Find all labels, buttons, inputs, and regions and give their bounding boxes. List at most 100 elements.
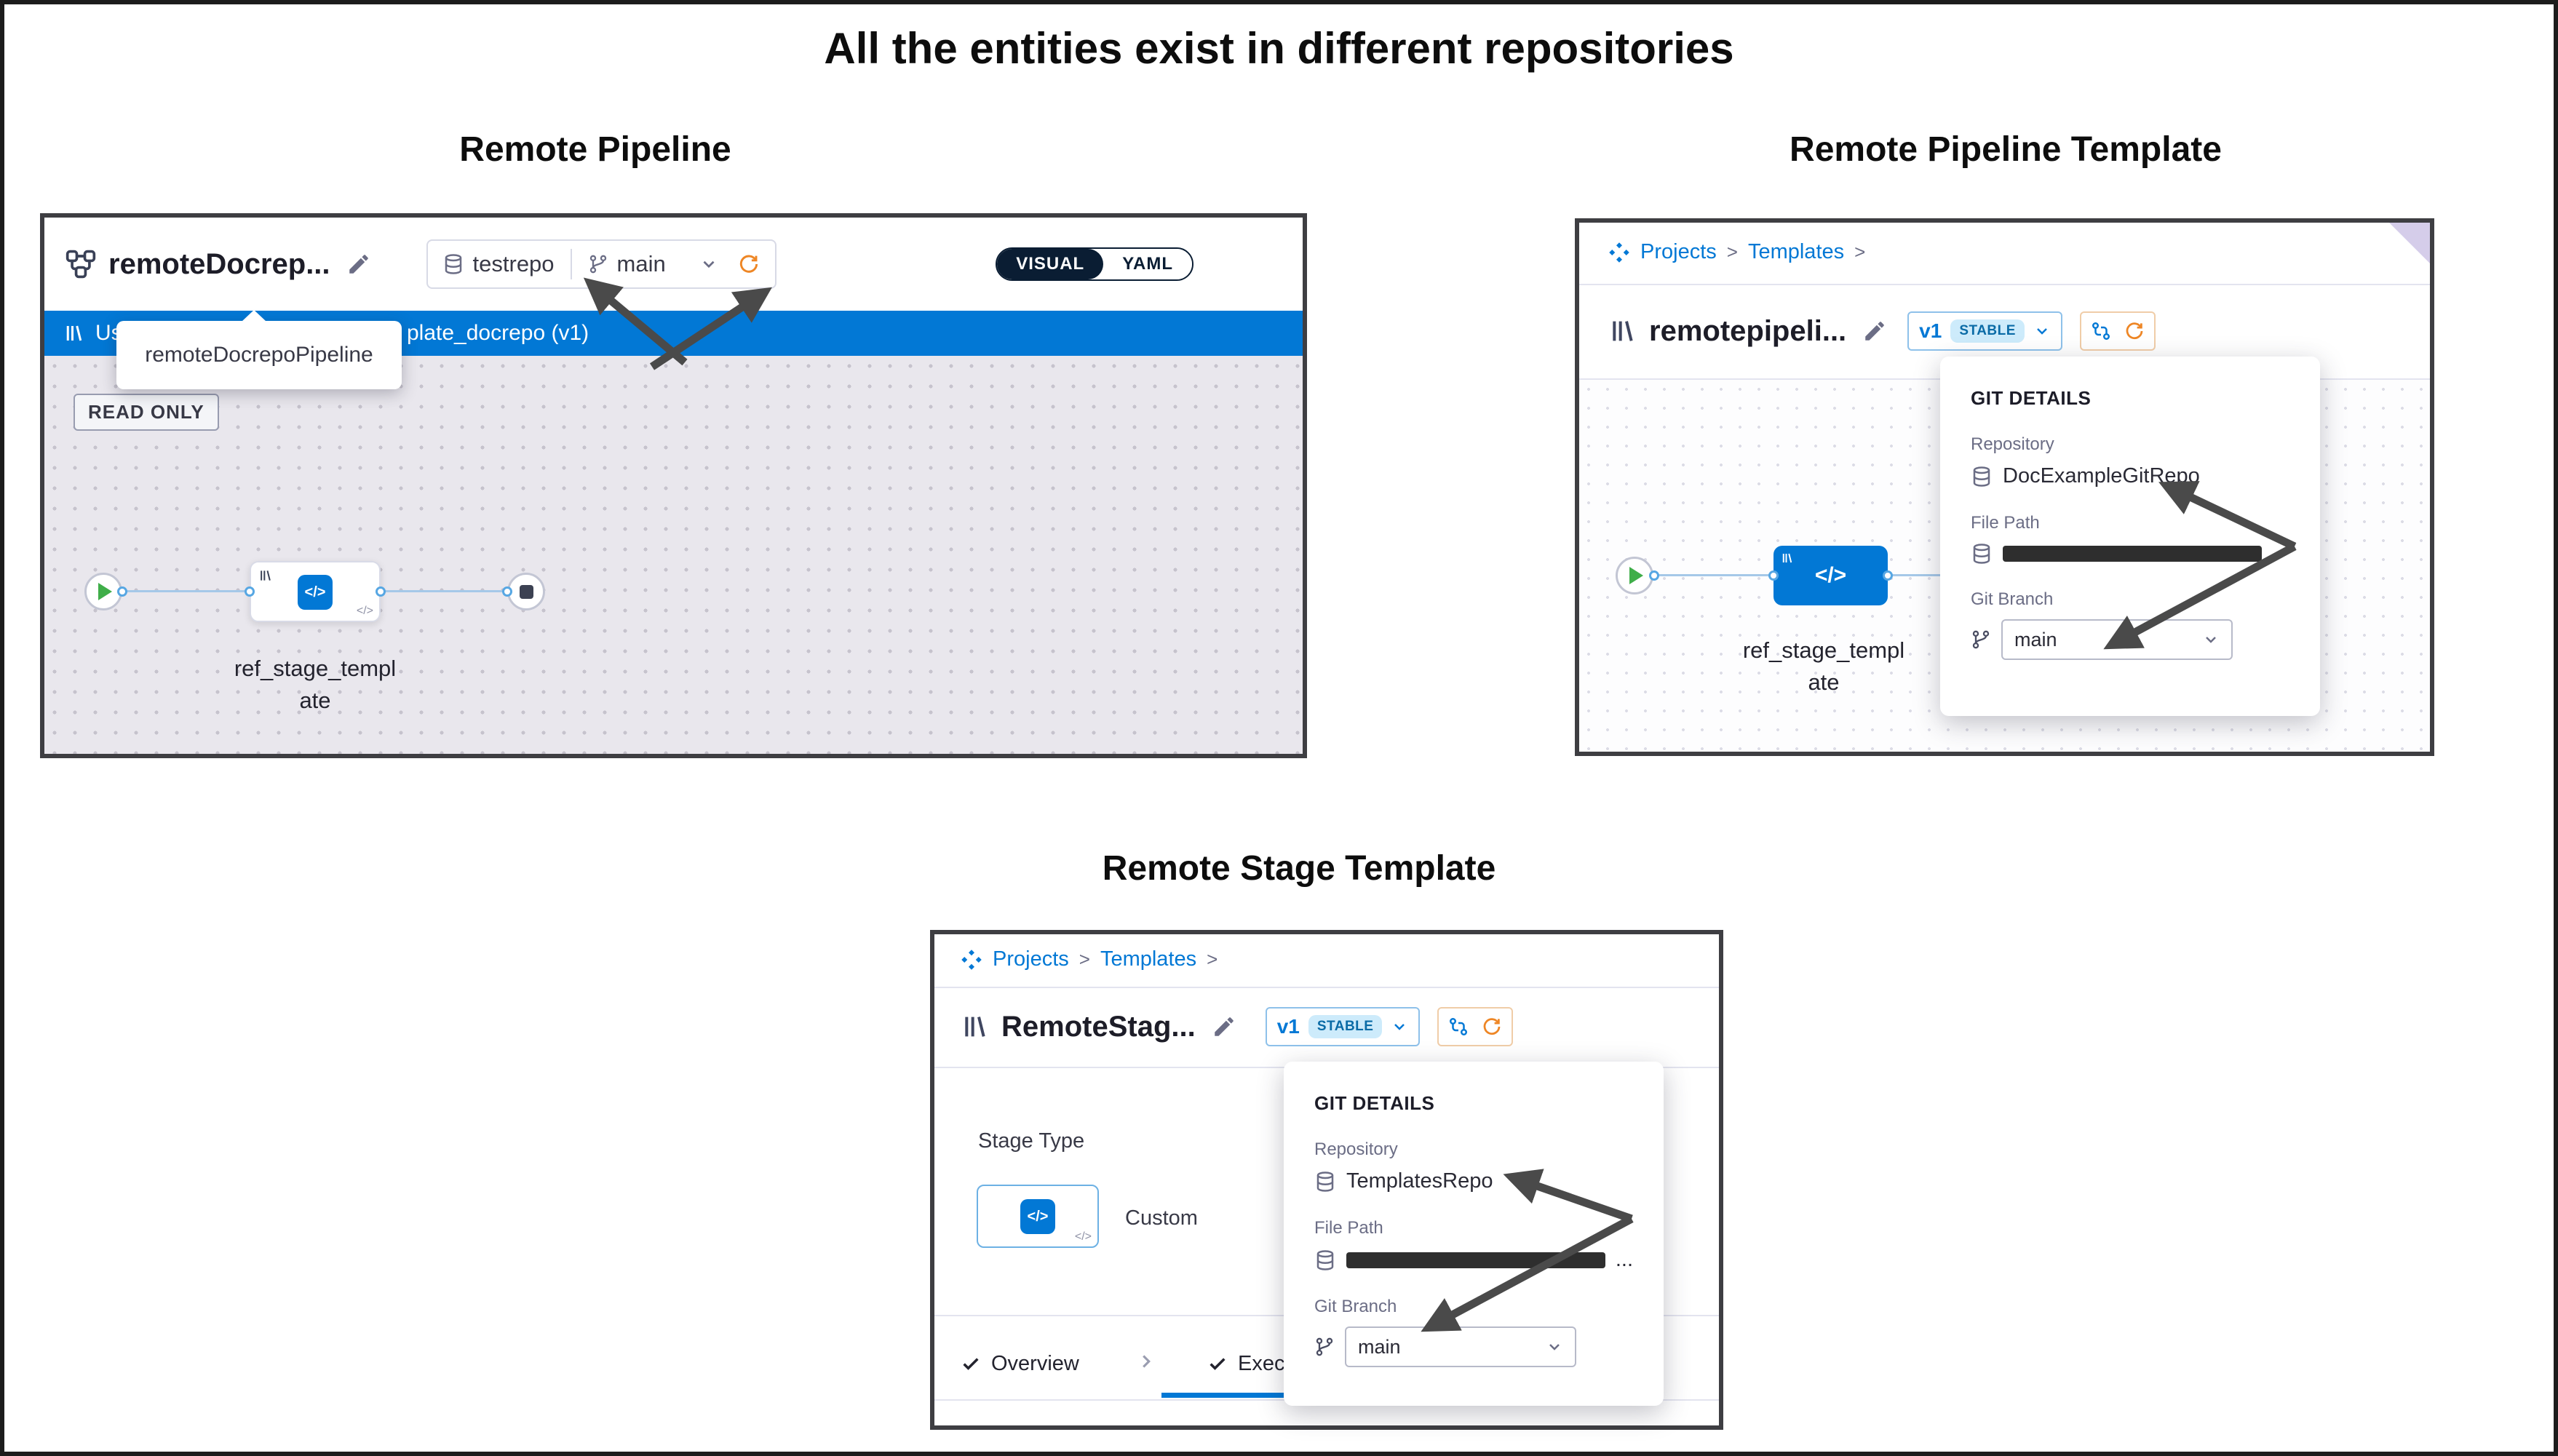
git-compare-icon[interactable]: [1447, 1016, 1469, 1038]
stage-node-label: ref_stage_templ ate: [234, 656, 397, 713]
heading-remote-pipeline: Remote Pipeline: [459, 130, 731, 169]
template-header: remotepipeli... v1 STABLE: [1579, 284, 2430, 378]
breadcrumb-templates[interactable]: Templates: [1100, 947, 1197, 971]
corner-fold: [2389, 223, 2430, 263]
repository-icon: [445, 254, 461, 274]
connector-line: [1653, 574, 1773, 576]
heading-remote-stage-template: Remote Stage Template: [1102, 849, 1496, 888]
remote-stage-template-panel: Projects > Templates > RemoteStag... v1 …: [930, 930, 1723, 1430]
git-branch-icon: [589, 255, 606, 274]
template-library-icon: [66, 325, 82, 341]
git-sync-buttons: [1437, 1007, 1514, 1046]
git-compare-icon[interactable]: [2090, 320, 2112, 342]
stage-node-label: ref_stage_templ ate: [1742, 637, 1905, 695]
connector-dot: [376, 586, 386, 597]
code-icon: </>: [1027, 1208, 1049, 1225]
active-tab-underline: [1161, 1393, 1290, 1398]
heading-remote-pipeline-template: Remote Pipeline Template: [1790, 130, 2222, 169]
breadcrumb: Projects > Templates >: [1608, 240, 1865, 264]
stop-icon: [519, 584, 533, 599]
branch-value: main: [1358, 1335, 1401, 1358]
version-dropdown[interactable]: v1 STABLE: [1265, 1007, 1421, 1046]
chevron-down-icon: [1394, 1024, 1405, 1030]
breadcrumb-projects[interactable]: Projects: [993, 947, 1069, 971]
breadcrumb-templates[interactable]: Templates: [1747, 240, 1845, 263]
pipeline-name-tooltip: remoteDocrepoPipeline: [116, 310, 402, 389]
git-branch-icon: [1972, 630, 1990, 649]
repository-icon: [1973, 466, 1990, 487]
sync-icon[interactable]: [737, 252, 760, 276]
git-details-popover: GIT DETAILS Repository TemplatesRepo Fil…: [1284, 1062, 1664, 1406]
connector-dot: [1883, 570, 1893, 581]
pipeline-canvas: READ ONLY </> </> ref_stage_templ ate: [44, 356, 1303, 754]
connector-line: [122, 590, 250, 592]
stage-type-icon: </>: [1020, 1199, 1055, 1234]
stable-badge: STABLE: [1950, 319, 2025, 343]
edit-template-name-button[interactable]: [1862, 319, 1887, 343]
stage-node[interactable]: </>: [1773, 546, 1888, 605]
start-node: [1616, 557, 1653, 594]
edit-icon: [349, 255, 368, 274]
chevron-down-icon: [2037, 328, 2047, 335]
read-only-badge: READ ONLY: [74, 394, 219, 431]
breadcrumb-separator: >: [1079, 948, 1090, 970]
file-path-ellipsis: ...: [1615, 1248, 1633, 1271]
version-label: v1: [1276, 1015, 1300, 1038]
repo-branch-selector[interactable]: testrepo main: [426, 239, 776, 289]
repository-value: DocExampleGitRepo: [2003, 464, 2200, 488]
pipeline-icon: [65, 250, 96, 279]
branch-dropdown[interactable]: main: [2001, 619, 2233, 660]
breadcrumb-separator: >: [1207, 948, 1218, 970]
chevron-down-icon: [1549, 1344, 1560, 1350]
template-library-icon: [1782, 553, 1792, 563]
divider: [570, 249, 572, 279]
remote-pipeline-panel: remoteDocrep... testrepo main: [40, 213, 1307, 758]
play-icon: [98, 583, 112, 600]
stage-type-value: Custom: [1125, 1206, 1198, 1230]
connector-dot: [1649, 570, 1659, 581]
connector-dot: [1768, 570, 1779, 581]
template-name: RemoteStag...: [1001, 1010, 1196, 1043]
tab-execution[interactable]: Exec: [1207, 1348, 1284, 1380]
sync-icon[interactable]: [1481, 1016, 1503, 1038]
template-library-icon: [1613, 321, 1633, 341]
check-icon: [963, 1358, 979, 1370]
branch-dropdown[interactable]: main: [1345, 1326, 1576, 1367]
edit-pipeline-name-button[interactable]: [346, 252, 371, 277]
breadcrumb-projects[interactable]: Projects: [1640, 240, 1717, 263]
template-name: remotepipeli...: [1649, 314, 1847, 347]
code-icon: </>: [356, 605, 373, 617]
stage-node[interactable]: </> </>: [250, 561, 381, 622]
repository-label: Repository: [1971, 434, 2054, 454]
branch-name: main: [616, 251, 666, 277]
pipeline-name: remoteDocrep...: [108, 247, 330, 280]
branch-value: main: [2014, 628, 2057, 651]
tab-overview[interactable]: Overview: [961, 1348, 1079, 1380]
version-dropdown[interactable]: v1 STABLE: [1907, 311, 2062, 351]
pipeline-studio-header: remoteDocrep... testrepo main: [44, 218, 1303, 311]
file-path-label: File Path: [1971, 513, 2040, 533]
file-path-label: File Path: [1314, 1218, 1383, 1238]
remote-pipeline-template-panel: Projects > Templates > remotepipeli... v…: [1575, 218, 2434, 756]
chevron-right-icon: [1143, 1355, 1151, 1368]
repository-icon: [1316, 1249, 1334, 1270]
edit-template-name-button[interactable]: [1212, 1014, 1236, 1039]
repo-name: testrepo: [472, 251, 555, 277]
yaml-toggle-button[interactable]: YAML: [1103, 249, 1192, 279]
stage-type-label: Stage Type: [978, 1129, 1085, 1153]
chevron-down-icon[interactable]: [699, 255, 718, 274]
end-node: [507, 573, 545, 610]
redacted-file-path: [1346, 1252, 1605, 1268]
check-icon: [1210, 1358, 1226, 1370]
custom-stage-card[interactable]: </> </>: [977, 1185, 1099, 1248]
page-title: All the entities exist in different repo…: [824, 24, 1734, 73]
visual-toggle-button[interactable]: VISUAL: [997, 249, 1104, 279]
projects-icon: [1609, 242, 1629, 263]
git-details-title: GIT DETAILS: [1314, 1092, 1435, 1114]
template-library-icon: [965, 1017, 985, 1037]
git-details-title: GIT DETAILS: [1971, 387, 2092, 409]
sync-icon[interactable]: [2124, 320, 2145, 342]
repository-icon: [1316, 1171, 1334, 1192]
divider: [1579, 284, 2430, 285]
repository-label: Repository: [1314, 1139, 1398, 1159]
